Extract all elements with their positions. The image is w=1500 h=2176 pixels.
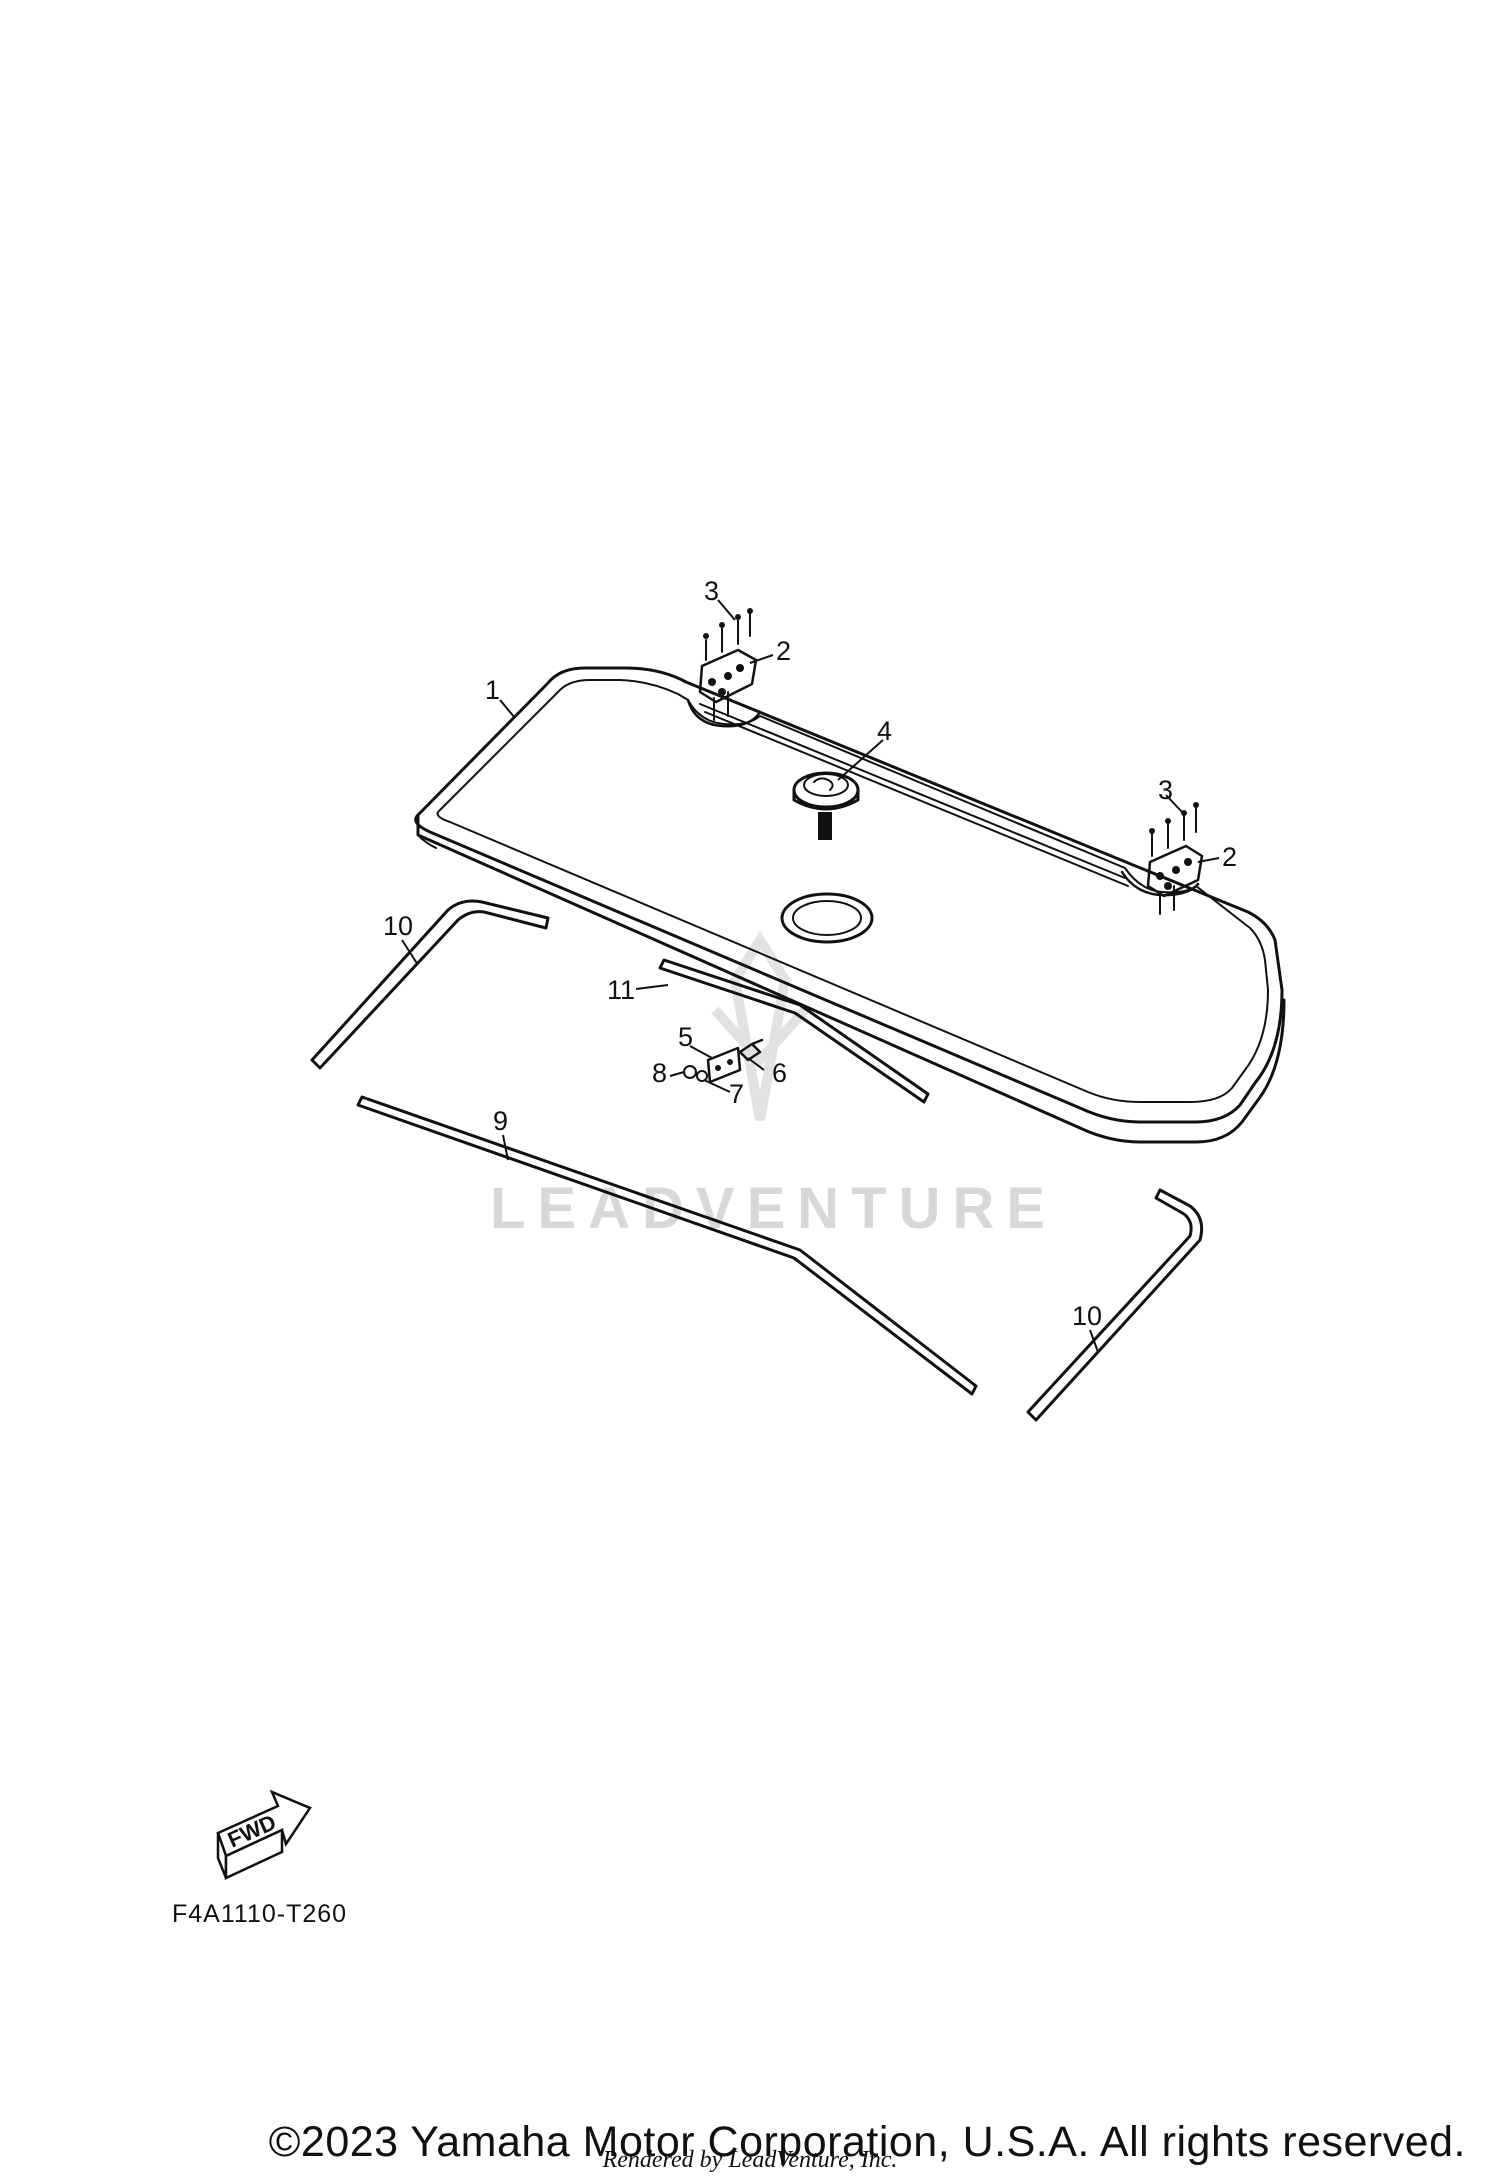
part-hinge-left	[698, 608, 758, 721]
callout-2-right: 2	[1222, 842, 1237, 872]
part-drain-plug	[792, 771, 860, 840]
fwd-arrow-icon: FWD	[216, 1789, 312, 1880]
watermark: LEADVENTURE	[490, 930, 1057, 1241]
rendered-by-text: Rendered by LeadVenture, Inc.	[602, 2147, 898, 2173]
part-hinge-right	[1146, 802, 1204, 915]
callouts: 1 2 3 4 3 2 10 11 5 6 8 7 9 10	[383, 576, 1237, 1331]
part-strip-right	[1026, 1188, 1204, 1422]
part-strip-long	[356, 1095, 978, 1396]
callout-2-left: 2	[776, 636, 791, 666]
part-lid-panel	[414, 666, 1286, 1144]
part-strip-left	[310, 899, 550, 1070]
part-bracket-assembly	[683, 1038, 764, 1084]
callout-6: 6	[772, 1058, 787, 1088]
callout-10-right: 10	[1072, 1301, 1102, 1331]
callout-3-right: 3	[1158, 775, 1173, 805]
part-strip-short	[658, 958, 930, 1104]
callout-4: 4	[877, 716, 892, 746]
drawing-code: F4A1110-T260	[172, 1900, 348, 1928]
callout-7: 7	[729, 1079, 744, 1109]
callout-10-left: 10	[383, 911, 413, 941]
copyright-text: ©2023 Yamaha Motor Corporation, U.S.A. A…	[268, 2118, 1466, 2166]
leader-lines	[401, 599, 1220, 1353]
callout-5: 5	[678, 1022, 693, 1052]
callout-3-left: 3	[704, 576, 719, 606]
callout-11: 11	[607, 975, 635, 1005]
watermark-text: LEADVENTURE	[490, 1176, 1057, 1241]
callout-1: 1	[485, 675, 500, 705]
callout-8: 8	[652, 1058, 667, 1088]
callout-9: 9	[493, 1106, 508, 1136]
